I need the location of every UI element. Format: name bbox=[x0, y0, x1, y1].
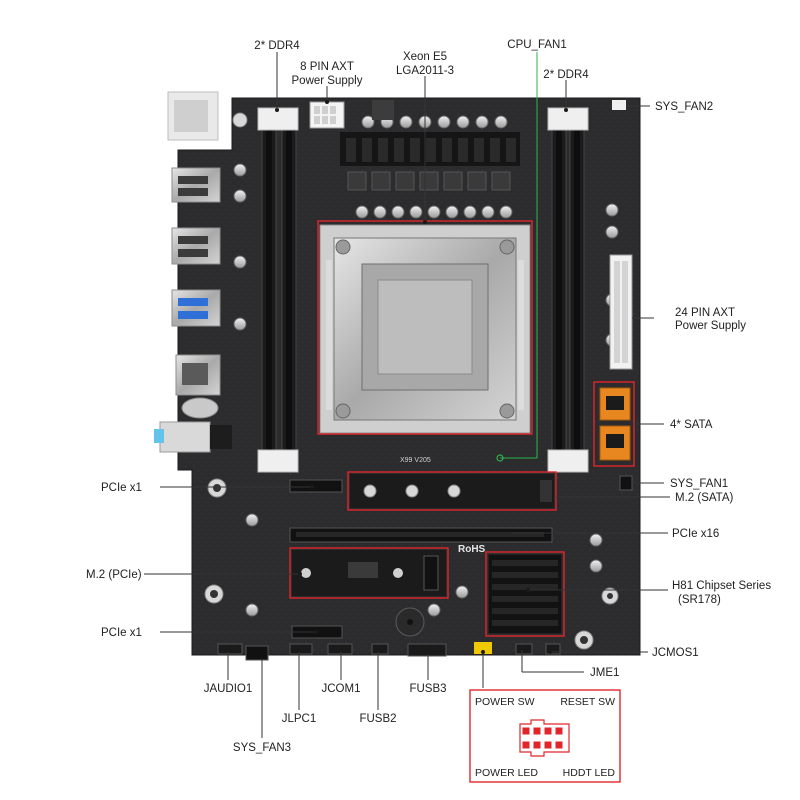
capacitor bbox=[245, 513, 259, 527]
capacitor bbox=[605, 203, 619, 217]
jlpc1-label: JLPC1 bbox=[282, 713, 317, 725]
capacitor bbox=[456, 115, 470, 129]
cpu-label-line1: Xeon E5 bbox=[403, 51, 447, 63]
pcie-x1-bottom-label: PCIe x1 bbox=[101, 627, 142, 639]
capacitor bbox=[233, 163, 247, 177]
model-silkscreen: X99 V205 bbox=[400, 457, 431, 464]
capacitor bbox=[605, 225, 619, 239]
ddr4-slots-right bbox=[547, 107, 589, 473]
rear-io-ports bbox=[154, 91, 232, 453]
rohs-silkscreen: RoHS bbox=[458, 544, 486, 555]
fusb2-label: FUSB2 bbox=[359, 713, 396, 725]
capacitor bbox=[494, 115, 508, 129]
capacitor bbox=[455, 585, 469, 599]
capacitor bbox=[245, 603, 259, 617]
hddt-led-label: HDDT LED bbox=[563, 767, 616, 779]
capacitor bbox=[463, 205, 477, 219]
ddr4-right-label: 2* DDR4 bbox=[543, 69, 589, 81]
fusb3-label: FUSB3 bbox=[409, 683, 446, 695]
capacitor bbox=[589, 559, 603, 573]
capacitor bbox=[399, 115, 413, 129]
sys-fan1-header bbox=[619, 475, 633, 491]
twentyfour-pin-power-connector bbox=[609, 254, 633, 370]
jcom1-label: JCOM1 bbox=[322, 683, 361, 695]
capacitor bbox=[373, 205, 387, 219]
sys-fan1-label: SYS_FAN1 bbox=[670, 478, 728, 490]
pin bbox=[522, 727, 530, 735]
pin-header-pins bbox=[522, 727, 563, 749]
chipset-label-line1: H81 Chipset Series bbox=[672, 580, 771, 592]
pin bbox=[555, 727, 563, 735]
jme1-label: JME1 bbox=[590, 667, 619, 679]
axt24-label-line1: 24 PIN AXT bbox=[675, 307, 735, 319]
buzzer bbox=[395, 607, 425, 637]
sys-fan2-label: SYS_FAN2 bbox=[655, 101, 713, 113]
front-panel-pinout: POWER SW RESET SW POWER LED HDDT LED bbox=[469, 689, 621, 783]
capacitor bbox=[427, 603, 441, 617]
chipset-label-line2: (SR178) bbox=[678, 594, 721, 606]
eight-pin-power-connector bbox=[309, 101, 345, 129]
jaudio1-label: JAUDIO1 bbox=[204, 683, 253, 695]
sata-label: 4* SATA bbox=[670, 419, 713, 431]
capacitor bbox=[589, 533, 603, 547]
chokes bbox=[347, 100, 511, 191]
pin bbox=[544, 727, 552, 735]
capacitor bbox=[409, 205, 423, 219]
front-panel-box bbox=[469, 689, 621, 783]
pin-header-outline bbox=[519, 719, 570, 757]
capacitor bbox=[233, 189, 247, 203]
pcie-x16-slot bbox=[289, 527, 553, 543]
power-sw-label: POWER SW bbox=[475, 696, 535, 708]
leader-dots bbox=[226, 100, 568, 654]
reset-sw-label: RESET SW bbox=[560, 696, 615, 708]
ddr4-left-label: 2* DDR4 bbox=[254, 40, 300, 52]
sys-fan2-header bbox=[612, 100, 626, 110]
leader-lines bbox=[144, 52, 670, 738]
m2-sata-label: M.2 (SATA) bbox=[675, 492, 734, 504]
capacitor bbox=[233, 255, 247, 269]
sata-ports bbox=[599, 387, 631, 461]
pcie-x1-top-label: PCIe x1 bbox=[101, 482, 142, 494]
power-led-label: POWER LED bbox=[475, 767, 538, 779]
pin bbox=[522, 741, 530, 749]
pin bbox=[533, 727, 541, 735]
chipset-callout-box bbox=[485, 551, 565, 637]
cpu-fan1-label: CPU_FAN1 bbox=[507, 39, 566, 51]
m2-pcie-slot bbox=[292, 550, 446, 596]
cpu-fan1-pointer bbox=[496, 52, 538, 462]
capacitors bbox=[233, 115, 619, 617]
cpu-label-line2: LGA2011-3 bbox=[396, 65, 454, 77]
mount-holes bbox=[204, 112, 619, 650]
pin bbox=[544, 741, 552, 749]
capacitor bbox=[445, 205, 459, 219]
callout-labels: 2* DDR4 8 PIN AXT Power Supply Xeon E5 L… bbox=[86, 39, 771, 754]
capacitor bbox=[437, 115, 451, 129]
sys-fan3-label: SYS_FAN3 bbox=[233, 742, 291, 754]
axt8-label-line1: 8 PIN AXT bbox=[300, 61, 354, 73]
capacitor bbox=[233, 317, 247, 331]
axt8-label-line2: Power Supply bbox=[292, 75, 363, 87]
capacitor bbox=[427, 205, 441, 219]
m2-sata-slot bbox=[350, 474, 554, 508]
capacitor bbox=[481, 205, 495, 219]
capacitor bbox=[355, 205, 369, 219]
pin bbox=[533, 741, 541, 749]
jcmos1-label: JCMOS1 bbox=[652, 647, 699, 659]
capacitor bbox=[499, 205, 513, 219]
vrm-heatsink bbox=[340, 132, 520, 166]
m2-pcie-label: M.2 (PCIe) bbox=[86, 569, 142, 581]
cpu-socket-lga2011-3 bbox=[319, 224, 531, 434]
capacitor bbox=[391, 205, 405, 219]
capacitor bbox=[361, 115, 375, 129]
m2-pcie-callout-box bbox=[289, 547, 449, 599]
pin bbox=[555, 741, 563, 749]
m2-sata-callout-box bbox=[347, 471, 557, 511]
capacitor bbox=[475, 115, 489, 129]
pcie-x1-slot-top bbox=[289, 479, 343, 493]
chipset-heatsink bbox=[487, 553, 563, 635]
axt24-label-line2: Power Supply bbox=[675, 320, 746, 332]
ddr4-slots-left bbox=[257, 107, 299, 473]
pcie-x16-label: PCIe x16 bbox=[672, 528, 719, 540]
